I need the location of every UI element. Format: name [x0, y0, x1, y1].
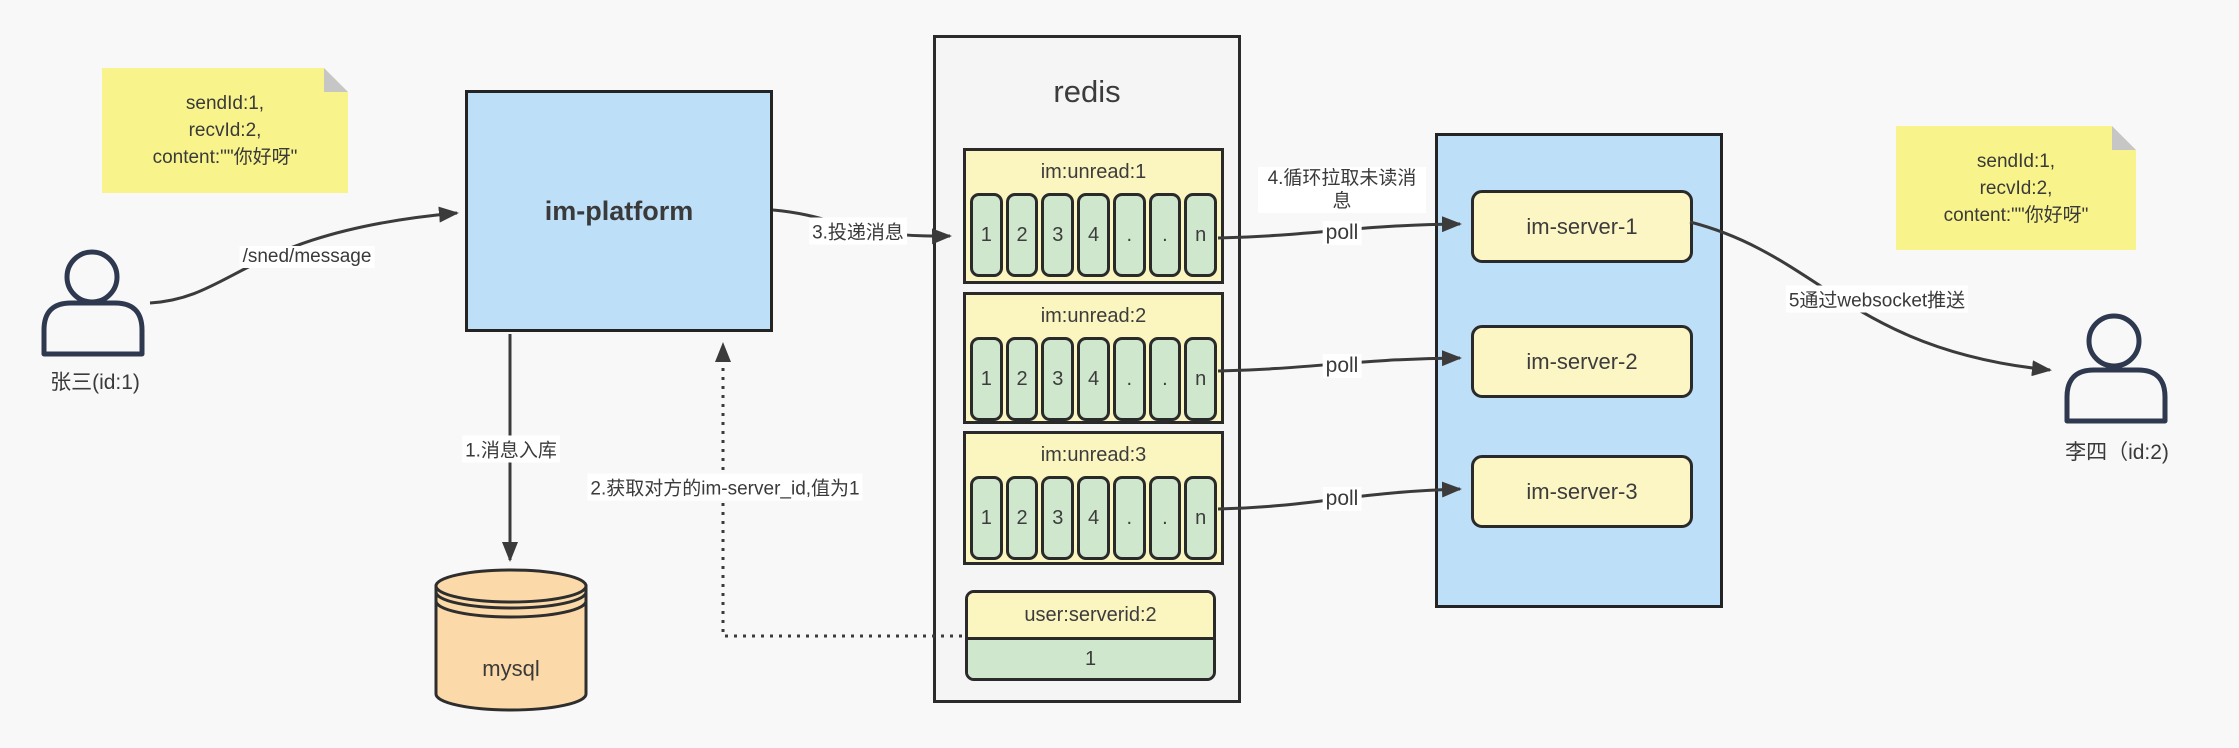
- node-im-server-3: im-server-3: [1471, 455, 1693, 528]
- node-im-server-cluster: im-server-1 im-server-2 im-server-3: [1435, 133, 1723, 608]
- im-platform-label: im-platform: [544, 195, 694, 226]
- node-redis-container: redis im:unread:1 1 2 3 4 . . n im:unrea…: [933, 35, 1241, 703]
- redis-queue-unread-3: im:unread:3 1 2 3 4 . . n: [963, 431, 1224, 565]
- edge-label-step1: 1.消息入库: [462, 435, 560, 463]
- queue-cell: 4: [1077, 193, 1110, 277]
- queue-cell: 1: [969, 337, 1003, 421]
- mysql-cylinder: [434, 568, 588, 712]
- actor-sender-label: 张三(id:1): [50, 371, 140, 394]
- queue-cell: 3: [1041, 476, 1075, 560]
- queue-cells: 1 2 3 4 . . n: [966, 193, 1221, 281]
- note-fold-corner: [324, 68, 348, 92]
- node-im-platform: im-platform: [465, 90, 773, 332]
- queue-cell: 4: [1077, 476, 1110, 560]
- node-im-server-2: im-server-2: [1471, 325, 1693, 398]
- redis-user-serverid-box: user:serverid:2 1: [965, 590, 1216, 681]
- queue-header: im:unread:2: [1040, 304, 1147, 327]
- queue-cell: 3: [1041, 337, 1075, 421]
- note-line: sendId:1,: [185, 93, 265, 114]
- queue-cell: n: [1184, 193, 1218, 277]
- queue-cell: .: [1112, 337, 1146, 421]
- actor-sender-icon: [41, 249, 145, 357]
- queue-cell: .: [1148, 193, 1182, 277]
- edge-label-send-message: /sned/message: [239, 246, 375, 268]
- im-server-2-label: im-server-2: [1526, 348, 1638, 374]
- user-serverid-header: user:serverid:2: [968, 593, 1213, 640]
- queue-cells: 1 2 3 4 . . n: [966, 337, 1221, 421]
- edge-label-step2: 2.获取对方的im-server_id,值为1: [587, 473, 863, 501]
- edge-label-poll-3: poll: [1322, 487, 1362, 511]
- note-line: sendId:1,: [1976, 150, 2056, 172]
- queue-cell: .: [1148, 476, 1182, 560]
- queue-cell: 1: [969, 476, 1003, 560]
- edge-label-poll-2: poll: [1322, 354, 1362, 378]
- mysql-label: mysql: [482, 656, 540, 681]
- redis-title: redis: [1053, 74, 1121, 109]
- queue-cell: 1: [969, 193, 1003, 277]
- node-im-server-1: im-server-1: [1471, 190, 1693, 263]
- redis-queue-unread-2: im:unread:2 1 2 3 4 . . n: [963, 292, 1224, 424]
- queue-cell: 3: [1041, 193, 1075, 277]
- note-line: content:""你好呀": [152, 147, 298, 168]
- sticky-note-left: sendId:1, recvId:2, content:""你好呀": [102, 68, 348, 193]
- note-fold-corner: [2112, 126, 2136, 150]
- edge-label-step4: 4.循环拉取未读消息: [1258, 167, 1426, 213]
- queue-cells: 1 2 3 4 . . n: [966, 476, 1221, 562]
- sticky-note-right: sendId:1, recvId:2, content:""你好呀": [1896, 126, 2136, 250]
- note-line: recvId:2,: [1979, 177, 2053, 199]
- queue-cell: .: [1112, 476, 1146, 560]
- im-server-3-label: im-server-3: [1526, 478, 1638, 504]
- queue-cell: 2: [1005, 193, 1039, 277]
- queue-cell: .: [1112, 193, 1146, 277]
- note-line: content:""你好呀": [1943, 204, 2089, 226]
- queue-cell: n: [1184, 476, 1218, 560]
- actor-receiver-icon: [2064, 313, 2168, 424]
- queue-cell: .: [1148, 337, 1182, 421]
- queue-header: im:unread:1: [1040, 160, 1147, 183]
- user-serverid-value: 1: [968, 640, 1213, 678]
- queue-cell: n: [1184, 337, 1218, 421]
- note-line: recvId:2,: [188, 120, 262, 141]
- edge-label-step5: 5通过websocket推送: [1785, 285, 1969, 313]
- queue-cell: 2: [1005, 337, 1039, 421]
- queue-header: im:unread:3: [1040, 443, 1147, 466]
- queue-cell: 2: [1005, 476, 1039, 560]
- actor-receiver-label: 李四（id:2): [2065, 441, 2169, 464]
- im-server-1-label: im-server-1: [1526, 213, 1638, 239]
- edge-label-poll-1: poll: [1322, 221, 1362, 245]
- edge-label-step3: 3.投递消息: [809, 217, 907, 245]
- queue-cell: 4: [1077, 337, 1110, 421]
- redis-queue-unread-1: im:unread:1 1 2 3 4 . . n: [963, 148, 1224, 284]
